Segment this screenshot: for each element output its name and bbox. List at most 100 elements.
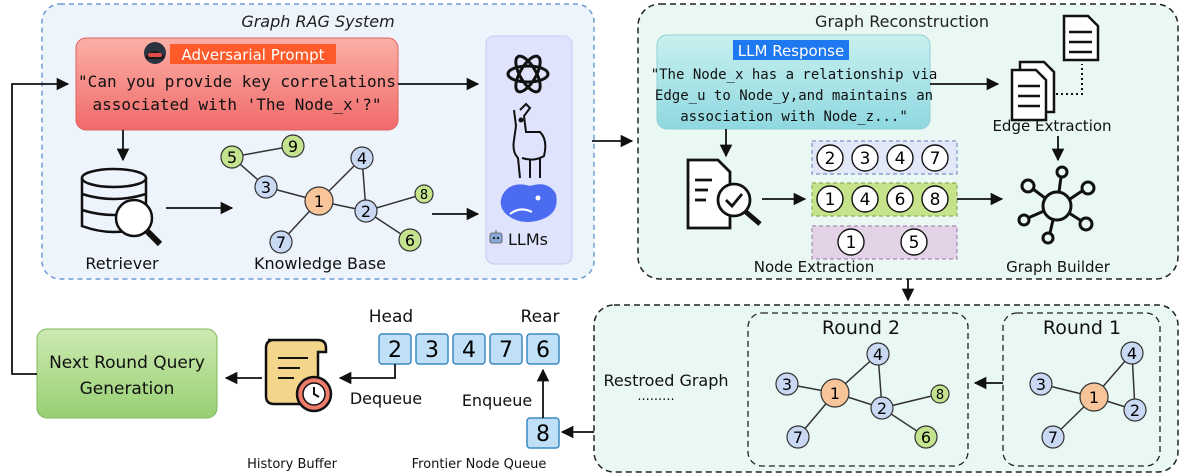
svg-text:4: 4 xyxy=(357,149,367,168)
r2-node-7: 7 xyxy=(786,425,810,449)
queue-head-label: Head xyxy=(369,307,413,327)
kb-node-9: 9 xyxy=(281,134,305,158)
svg-text:3: 3 xyxy=(860,149,871,169)
next-round-query-box: Next Round Query Generation xyxy=(36,328,218,419)
extraction-row-3: 1 5 xyxy=(811,225,958,260)
svg-text:3: 3 xyxy=(261,178,271,197)
prompt-line-1: "Can you provide key correlations xyxy=(78,72,396,91)
restored-graph-label: Restroed Graph xyxy=(603,371,728,390)
queue-cell: 2 xyxy=(378,333,412,365)
graph-builder-label: Graph Builder xyxy=(1006,258,1111,276)
round-1-title: Round 1 xyxy=(1043,317,1121,339)
svg-text:8: 8 xyxy=(936,388,944,403)
scroll-clock-icon xyxy=(264,338,333,413)
svg-text:6: 6 xyxy=(405,231,415,250)
robot-icon xyxy=(489,230,503,244)
next-round-line-2: Generation xyxy=(80,379,175,399)
svg-text:1: 1 xyxy=(314,192,324,211)
llama-icon xyxy=(512,102,547,179)
queue-cell: 7 xyxy=(489,333,523,365)
svg-text:2: 2 xyxy=(388,338,402,363)
round-2-title: Round 2 xyxy=(822,317,900,339)
r1-node-2: 2 xyxy=(1123,398,1147,422)
svg-text:4: 4 xyxy=(873,345,883,364)
node-extraction-label: Node Extraction xyxy=(754,258,875,276)
queue-cell: 3 xyxy=(415,333,449,365)
svg-text:4: 4 xyxy=(860,190,871,210)
svg-text:5: 5 xyxy=(909,233,920,253)
r1-node-4: 4 xyxy=(1120,341,1144,365)
queue-cell: 4 xyxy=(452,333,486,365)
graph-rag-title: Graph RAG System xyxy=(241,12,394,31)
svg-text:7: 7 xyxy=(930,149,941,169)
enqueue-label: Enqueue xyxy=(462,391,532,410)
hacker-icon xyxy=(144,42,166,64)
r1-node-7: 7 xyxy=(1041,425,1065,449)
llm-panel: LLMs xyxy=(485,35,573,265)
llm-response-box: LLM Response "The Node_x has a relations… xyxy=(651,34,938,130)
queue-cell: 6 xyxy=(526,333,560,365)
queue-rear-label: Rear xyxy=(521,307,560,327)
response-line-1: "The Node_x has a relationship via xyxy=(651,67,938,83)
svg-text:6: 6 xyxy=(921,428,931,447)
svg-text:1: 1 xyxy=(825,190,836,210)
r2-node-8: 8 xyxy=(930,384,950,404)
svg-text:8: 8 xyxy=(536,422,550,447)
svg-text:7: 7 xyxy=(793,428,803,447)
deepseek-icon xyxy=(500,184,557,222)
kb-node-7: 7 xyxy=(269,230,293,254)
kb-node-1: 1 xyxy=(304,186,334,216)
r2-node-4: 4 xyxy=(866,342,890,366)
extraction-row-2: 1 4 6 8 xyxy=(811,182,958,217)
r1-node-3: 3 xyxy=(1029,372,1053,396)
svg-text:1: 1 xyxy=(846,233,857,253)
queue-new-node: 8 xyxy=(526,417,560,449)
extraction-row-1: 2 3 4 7 xyxy=(811,140,958,175)
svg-text:7: 7 xyxy=(499,338,513,363)
svg-text:8: 8 xyxy=(420,188,428,203)
svg-text:2: 2 xyxy=(825,149,836,169)
history-buffer-label: History Buffer xyxy=(247,457,337,472)
document-search-icon xyxy=(686,158,762,230)
llms-label: LLMs xyxy=(508,230,548,249)
svg-text:6: 6 xyxy=(536,338,550,363)
svg-text:8: 8 xyxy=(930,190,941,210)
knowledge-base-label: Knowledge Base xyxy=(254,254,386,273)
next-round-line-1: Next Round Query xyxy=(49,353,205,373)
svg-text:3: 3 xyxy=(782,375,792,394)
graph-builder-icon xyxy=(1017,165,1096,245)
svg-text:1: 1 xyxy=(830,384,840,403)
r2-node-3: 3 xyxy=(775,372,799,396)
edge-extraction-label: Edge Extraction xyxy=(992,117,1111,135)
r2-node-2: 2 xyxy=(870,396,894,420)
response-line-3: association with Node_z..." xyxy=(680,109,908,125)
svg-text:4: 4 xyxy=(462,338,476,363)
database-search-icon xyxy=(80,167,163,247)
frontier-queue-label: Frontier Node Queue xyxy=(412,457,547,472)
restored-ellipsis: ········· xyxy=(637,393,674,408)
kb-node-3: 3 xyxy=(254,175,278,199)
kb-node-2: 2 xyxy=(354,199,378,223)
svg-text:2: 2 xyxy=(361,202,371,221)
llm-response-label: LLM Response xyxy=(738,42,844,60)
adversarial-prompt-box: Adversarial Prompt "Can you provide key … xyxy=(75,37,399,131)
svg-text:6: 6 xyxy=(895,190,906,210)
kb-node-8: 8 xyxy=(414,184,434,204)
r1-node-1: 1 xyxy=(1079,382,1109,412)
svg-text:3: 3 xyxy=(1036,375,1046,394)
svg-text:7: 7 xyxy=(276,233,286,252)
svg-text:7: 7 xyxy=(1048,428,1058,447)
openai-icon xyxy=(506,54,550,94)
kb-node-6: 6 xyxy=(398,228,422,252)
prompt-line-2: associated with 'The Node_x'?" xyxy=(93,95,382,114)
svg-text:4: 4 xyxy=(895,149,906,169)
adversarial-prompt-label: Adversarial Prompt xyxy=(181,46,324,64)
kb-node-5: 5 xyxy=(220,145,244,169)
svg-text:2: 2 xyxy=(1130,401,1140,420)
svg-text:4: 4 xyxy=(1127,344,1137,363)
frontier-queue: Head Rear 2 3 4 7 6 8 Enqueue Dequeue xyxy=(338,307,560,472)
r2-node-6: 6 xyxy=(914,425,938,449)
graph-reconstruction-title: Graph Reconstruction xyxy=(815,12,989,31)
dequeue-label: Dequeue xyxy=(350,389,422,408)
